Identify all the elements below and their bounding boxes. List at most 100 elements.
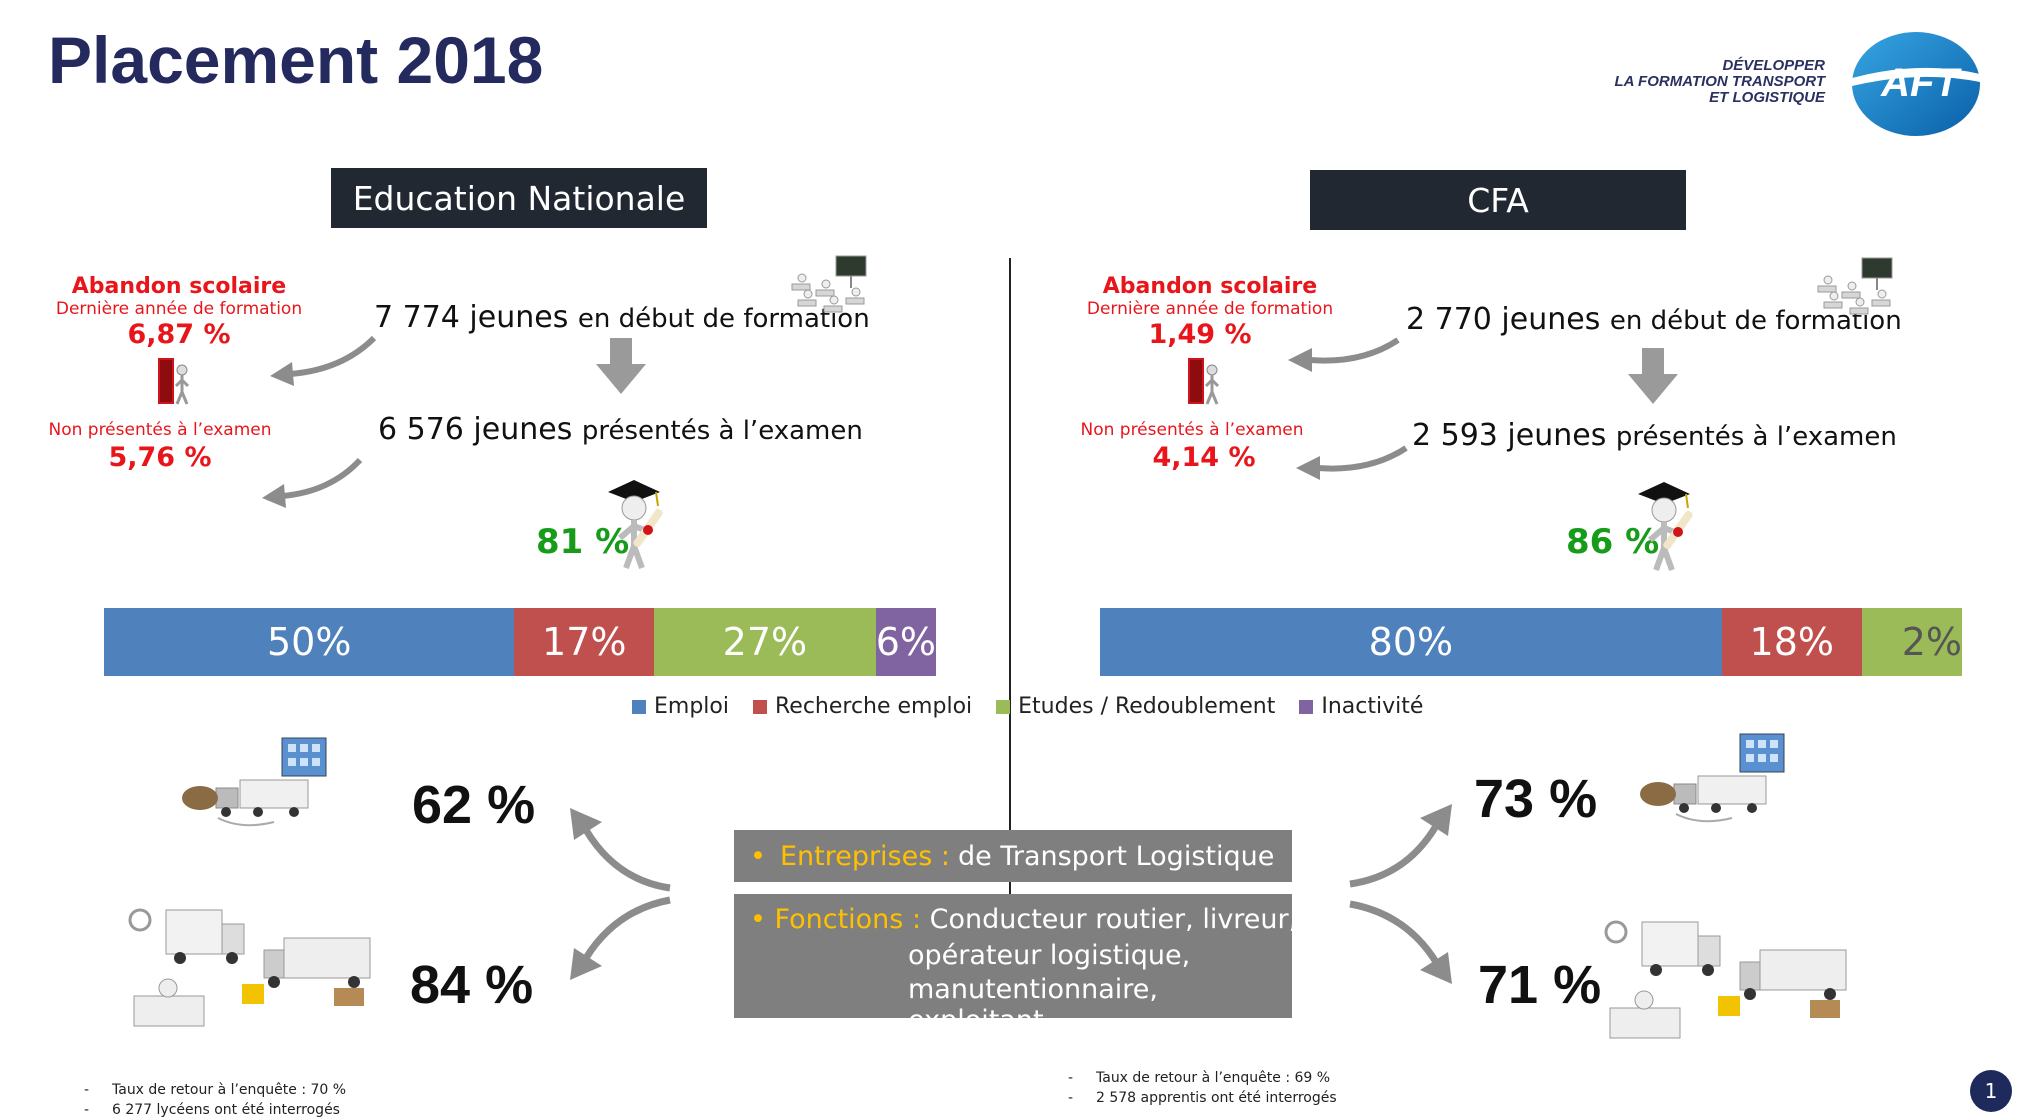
left-footnote-2: 6 277 lycéens ont été interrogés <box>112 1102 340 1118</box>
legend-item: Etudes / Redoublement <box>996 694 1275 719</box>
truck-building-icon <box>1640 733 1785 823</box>
logo-mark-text: AFT <box>1880 61 1962 105</box>
right-footnote-2: 2 578 apprentis ont été interrogés <box>1096 1090 1337 1106</box>
logo-line-1: DÉVELOPPER <box>1722 57 1825 74</box>
functions-line-2: opérateur logistique, <box>908 940 1191 971</box>
center-divider <box>1009 258 1011 988</box>
functions-line-3: manutentionnaire, exploitant <box>908 974 1158 1036</box>
left-start-line: 7 774 jeunes en début de formation <box>374 300 870 335</box>
bullet-icon: • <box>750 904 766 935</box>
right-abandon-block: Abandon scolaire Dernière année de forma… <box>1070 274 1350 350</box>
graduate-icon <box>608 480 663 570</box>
legend-swatch <box>996 699 1011 714</box>
left-abandon-title: Abandon scolaire <box>71 274 287 299</box>
classroom-icon <box>791 255 867 313</box>
bar-data-label: 6% <box>875 620 936 664</box>
functions-box: • Fonctions : Conducteur routier, livreu… <box>734 894 1297 1036</box>
bar-data-label: 80% <box>1368 620 1454 664</box>
right-exam-number: 2 593 jeunes <box>1412 418 1607 453</box>
bullet-icon: • <box>750 840 766 872</box>
right-exam-line: 2 593 jeunes présentés à l’examen <box>1412 418 1897 453</box>
bar-data-label: 2% <box>1901 620 1962 664</box>
legend-label: Emploi <box>654 694 729 719</box>
bar-segment-etudes-redoublement: 2% <box>1861 608 1962 676</box>
right-function-pct: 71 % <box>1478 955 1602 1015</box>
logo-line-3: ET LOGISTIQUE <box>1709 89 1825 106</box>
bar-data-label: 27% <box>722 620 808 664</box>
left-up-curve-arrow-icon <box>570 808 671 892</box>
logo-line-2: LA FORMATION TRANSPORT <box>1614 73 1825 90</box>
right-abandon-sub: Dernière année de formation <box>1086 299 1334 319</box>
exit-door-icon <box>1188 358 1220 405</box>
right-abandon-pct: 1,49 % <box>1148 319 1252 350</box>
logistics-workers-icon <box>128 908 371 1027</box>
bar-segment-emploi: 80% <box>1100 608 1722 676</box>
bar-segment-recherche-emploi: 17% <box>514 608 655 676</box>
left-abandon-sub: Dernière année de formation <box>55 299 303 319</box>
functions-line-1: Conducteur routier, livreur, <box>929 904 1298 935</box>
legend-swatch <box>752 699 767 714</box>
right-abandon-arrow-icon <box>1288 337 1400 372</box>
classroom-icon <box>1817 257 1893 315</box>
left-abandon-block: Abandon scolaire Dernière année de forma… <box>36 274 322 350</box>
truck-building-icon <box>182 737 327 827</box>
right-up-curve-arrow-icon <box>1349 804 1452 888</box>
right-success-pct: 86 % <box>1566 522 1660 562</box>
legend-item: Inactivité <box>1299 694 1423 719</box>
bar-segment-emploi: 50% <box>104 608 515 676</box>
left-exam-number: 6 576 jeunes <box>378 412 573 447</box>
legend-swatch <box>632 699 646 714</box>
enterprises-label: Entreprises : <box>779 840 950 872</box>
left-absent-title: Non présentés à l’examen <box>48 420 272 440</box>
right-stacked-bar: 80% 18% 2% <box>1100 608 1962 676</box>
left-success-pct: 81 % <box>536 522 630 562</box>
right-start-number: 2 770 jeunes <box>1406 302 1601 337</box>
legend-label: Recherche emploi <box>774 694 973 719</box>
left-enterprise-pct: 62 % <box>412 775 536 835</box>
page-title: Placement 2018 <box>48 23 544 97</box>
aft-logo: AFT <box>1852 32 1980 136</box>
left-stacked-bar: 50% 17% 27% 6% <box>104 608 936 676</box>
logo-tagline: DÉVELOPPER LA FORMATION TRANSPORT ET LOG… <box>1614 58 1825 106</box>
right-absent-title: Non présentés à l’examen <box>1080 420 1304 440</box>
bar-segment-inactivit-: 6% <box>875 608 936 676</box>
right-down-curve-arrow-icon <box>1349 900 1452 984</box>
left-footnotes: -Taux de retour à l’enquête : 70 % -6 27… <box>84 1082 347 1118</box>
graduate-icon <box>1638 482 1693 572</box>
right-down-arrow-icon <box>1628 348 1678 404</box>
left-start-text: en début de formation <box>577 304 870 334</box>
left-footnote-1: Taux de retour à l’enquête : 70 % <box>112 1082 347 1098</box>
right-footnote-1: Taux de retour à l’enquête : 69 % <box>1096 1070 1331 1086</box>
right-absent-arrow-icon <box>1296 445 1408 480</box>
left-start-number: 7 774 jeunes <box>374 300 569 335</box>
enterprises-box: • Entreprises : de Transport Logistique <box>734 830 1292 882</box>
right-footnotes: -Taux de retour à l’enquête : 69 % -2 57… <box>1068 1070 1337 1106</box>
header-education-nationale: Education Nationale <box>331 168 707 228</box>
right-exam-text: présentés à l’examen <box>1615 422 1897 452</box>
left-exam-line: 6 576 jeunes présentés à l’examen <box>378 412 863 447</box>
exit-door-icon <box>158 358 190 405</box>
legend-label: Etudes / Redoublement <box>1018 694 1276 719</box>
left-absent-arrow-icon <box>262 457 363 508</box>
left-exam-text: présentés à l’examen <box>581 416 863 446</box>
legend-item: Recherche emploi <box>752 694 973 719</box>
logistics-workers-icon <box>1604 920 1847 1039</box>
enterprises-text: de Transport Logistique <box>957 840 1275 872</box>
left-abandon-pct: 6,87 % <box>127 319 231 350</box>
legend-swatch <box>1299 699 1314 714</box>
bar-data-label: 50% <box>267 620 352 664</box>
chart-legend: Emploi Recherche emploi Etudes / Redoublem… <box>632 694 1423 719</box>
left-down-arrow-icon <box>596 338 646 394</box>
left-function-pct: 84 % <box>410 955 534 1015</box>
right-absent-pct: 4,14 % <box>1152 442 1256 473</box>
bar-segment-recherche-emploi: 18% <box>1721 608 1862 676</box>
left-absent-pct: 5,76 % <box>108 442 212 473</box>
left-down-curve-arrow-icon <box>570 896 671 980</box>
page-number: 1 <box>1970 1070 2012 1112</box>
functions-label: Fonctions : <box>774 904 922 935</box>
bar-segment-etudes-redoublement: 27% <box>654 608 876 676</box>
right-abandon-title: Abandon scolaire <box>1102 274 1318 299</box>
legend-item: Emploi <box>632 694 729 719</box>
right-enterprise-pct: 73 % <box>1474 769 1598 829</box>
bar-data-label: 18% <box>1749 620 1834 664</box>
